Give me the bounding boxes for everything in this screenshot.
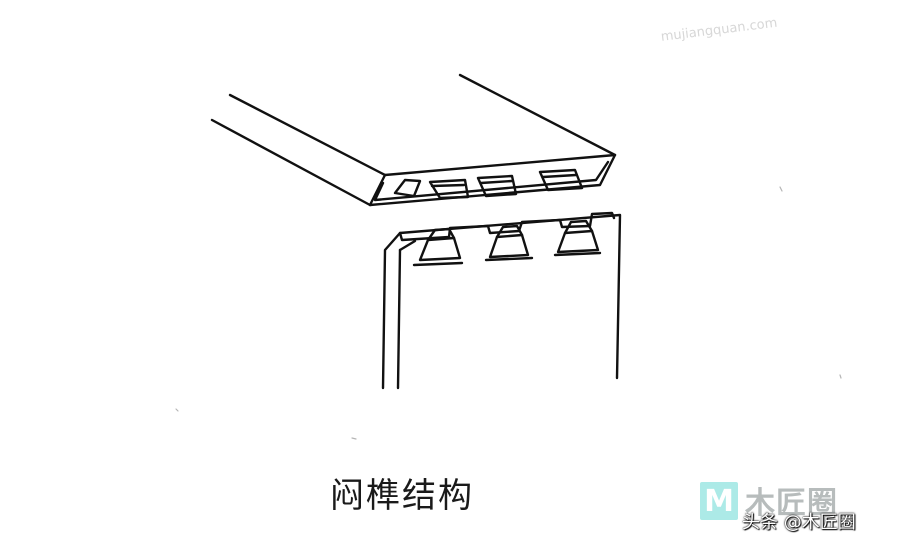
brand-logo-icon: M: [700, 482, 738, 520]
faint-marks: [175, 186, 842, 440]
source-attribution: 头条 @木匠圈: [742, 512, 856, 533]
brand-name: 木匠圈: [745, 486, 838, 521]
lower-board: [381, 211, 622, 390]
diagram-caption: 闷榫结构: [330, 476, 474, 516]
brand-logo-letter: M: [704, 483, 734, 519]
upper-board: [210, 73, 617, 207]
